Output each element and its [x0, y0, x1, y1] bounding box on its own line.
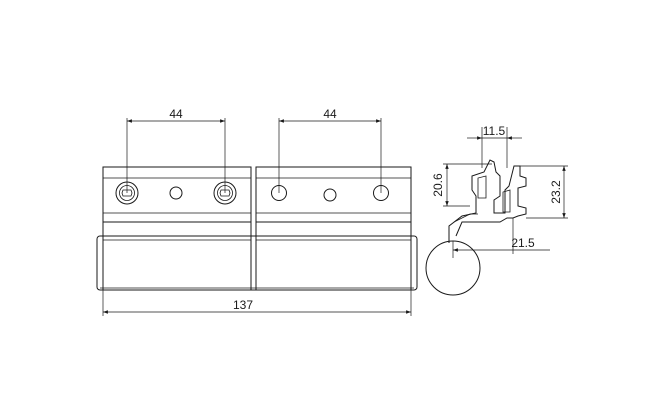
- dimension-profile-height-left: 20.6: [431, 163, 492, 207]
- profile-channel-right: [502, 189, 511, 213]
- hinge-front-view: 44 44 137: [96, 107, 418, 316]
- dimension-right-hole-spacing: 44: [278, 107, 382, 193]
- dimension-overall-length: 137: [102, 290, 412, 316]
- left-leaf: [102, 166, 252, 223]
- dimension-left-hole-spacing: 44: [126, 107, 226, 193]
- profile-height-left-label: 20.6: [431, 173, 445, 197]
- dimension-knuckle-offset: 21.5: [452, 218, 550, 258]
- dimension-profile-height-right: 23.2: [520, 165, 568, 219]
- profile-inner-line: [453, 213, 478, 223]
- dimension-profile-width: 11.5: [467, 124, 522, 168]
- hinge-barrel: [96, 221, 418, 291]
- hinge-side-profile: 11.5 20.6 23.2 21.5: [425, 124, 568, 296]
- left-hole-spacing-label: 44: [169, 107, 183, 121]
- knuckle-offset-label: 21.5: [511, 236, 535, 250]
- profile-width-label: 11.5: [483, 124, 506, 138]
- right-hole-spacing-label: 44: [323, 107, 337, 121]
- right-center-hole: [323, 188, 337, 202]
- left-center-hole: [169, 186, 183, 200]
- overall-length-label: 137: [233, 298, 253, 312]
- profile-channel-left: [477, 175, 487, 199]
- profile-outline: [448, 159, 527, 243]
- profile-height-right-label: 23.2: [549, 180, 563, 204]
